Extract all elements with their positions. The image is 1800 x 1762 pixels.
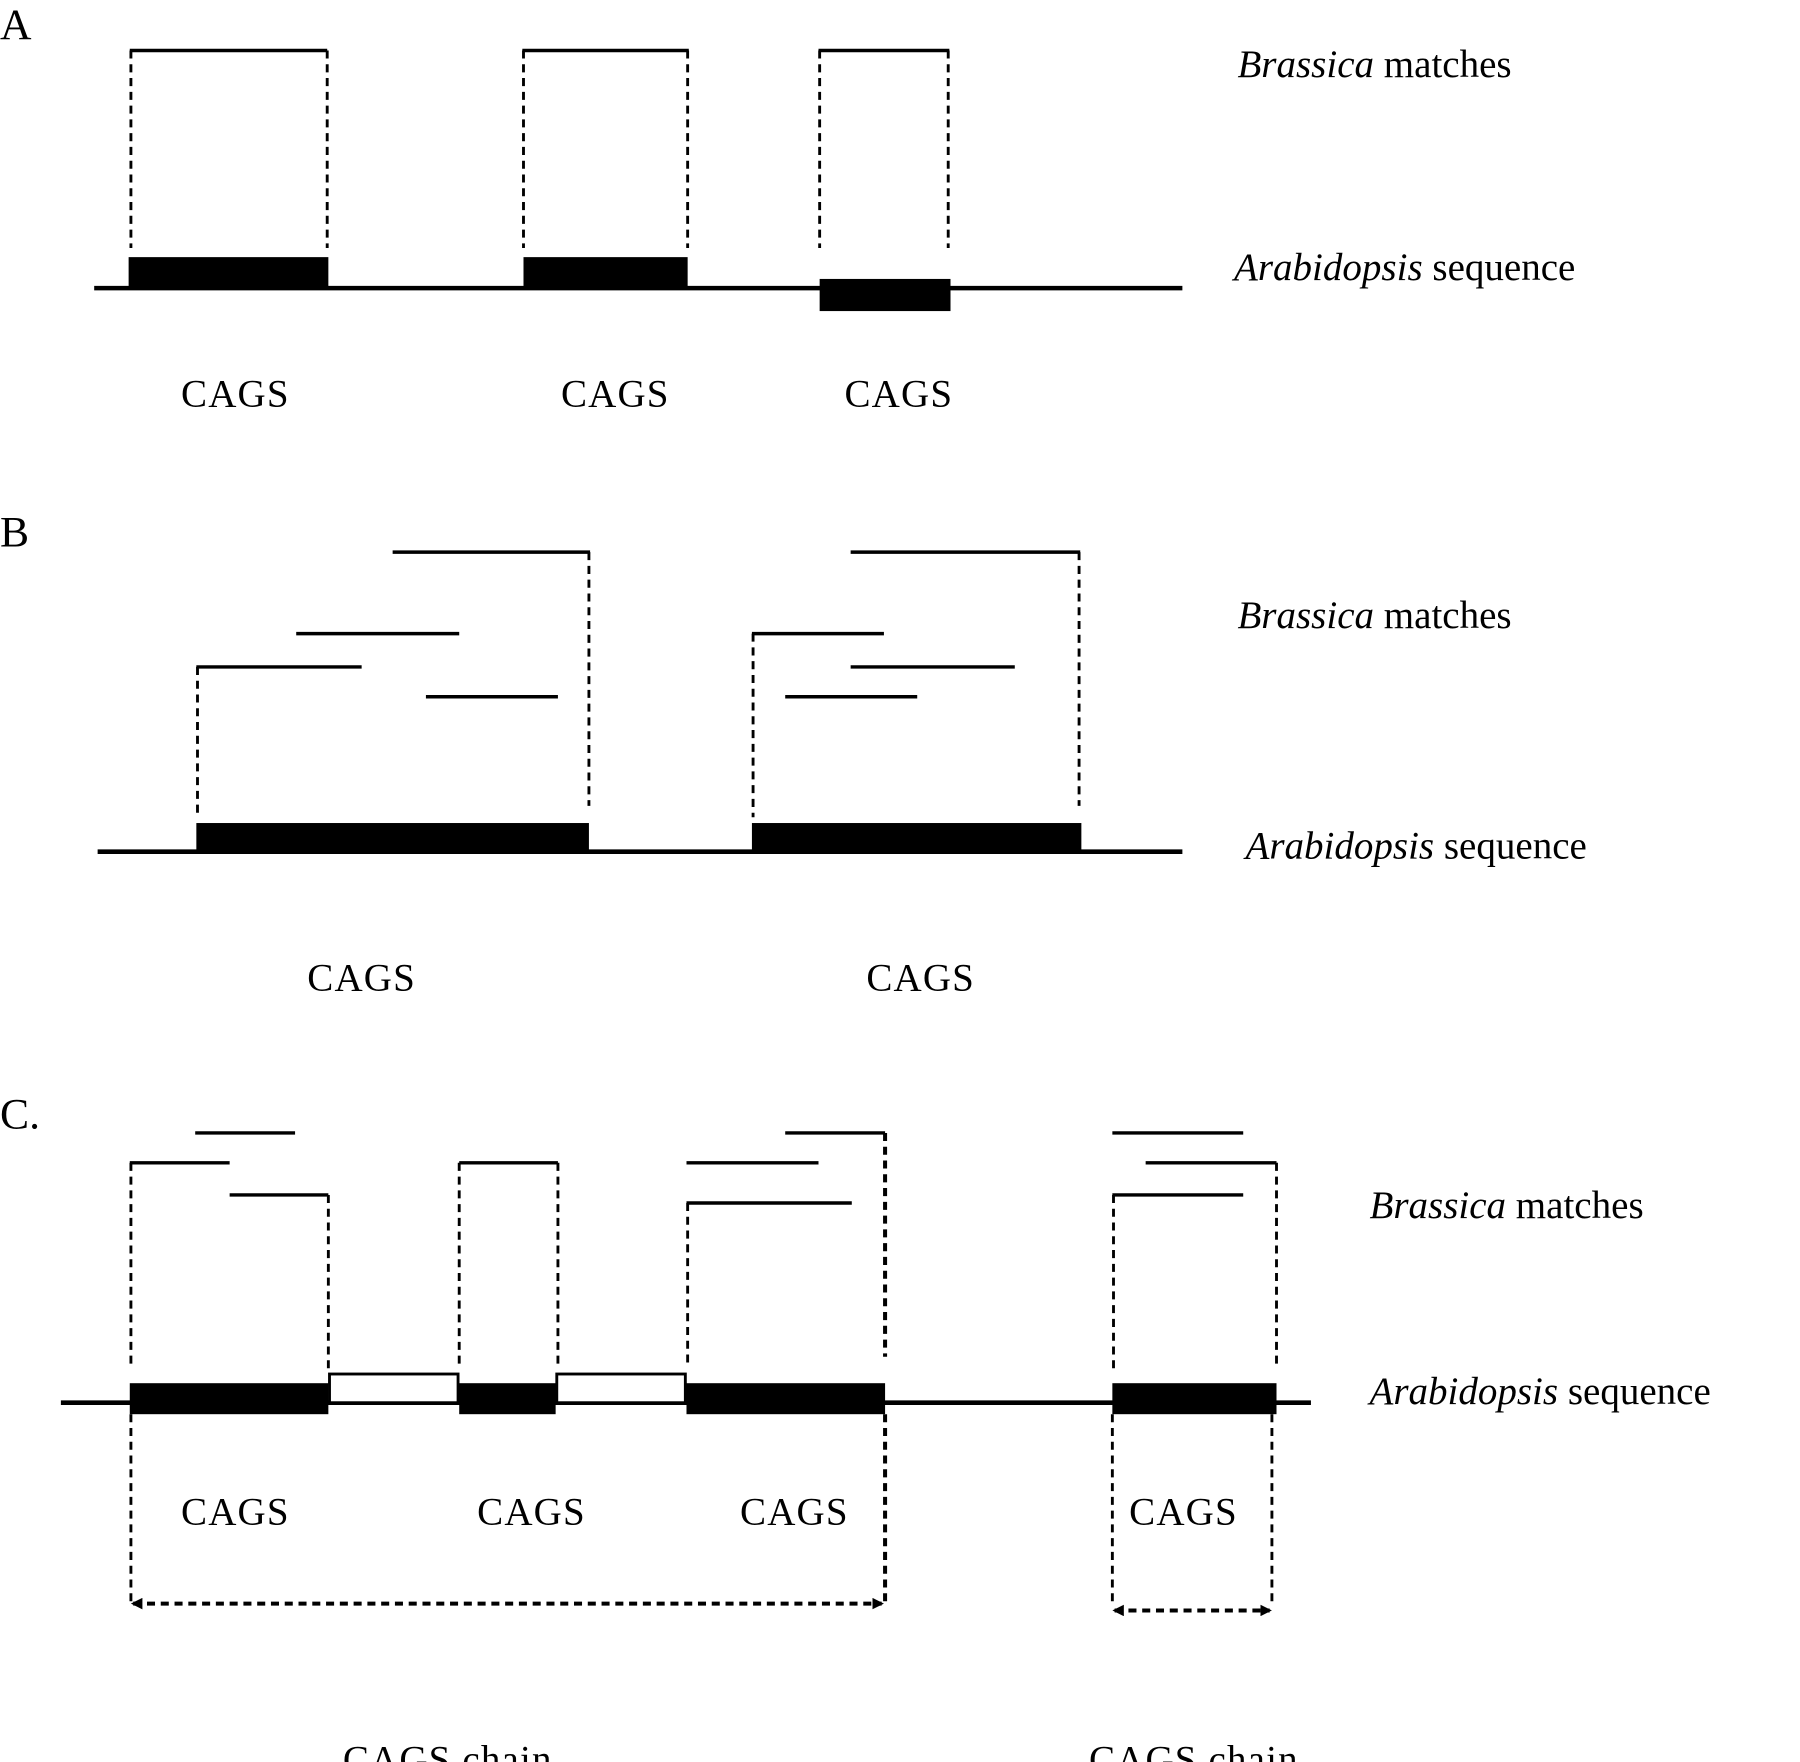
brassica-matches-label: Brassica matches (1237, 594, 1511, 637)
brassica-matches-label: Brassica matches (1237, 43, 1511, 86)
cags-label: CAGS (845, 372, 954, 415)
brassica-matches (129, 1131, 1277, 1205)
cags-label: CAGS (740, 1490, 849, 1533)
brassica-matches (196, 550, 1081, 699)
panel-a-label: A (0, 1, 32, 49)
cags-block (686, 1383, 886, 1415)
cags-chain-label: CAGS chain (1089, 1738, 1299, 1762)
cags-label: CAGS (181, 1490, 290, 1533)
cags-label: CAGS (866, 957, 975, 1000)
cags-block (1112, 1383, 1277, 1415)
cags-chain-label: CAGS chain (343, 1738, 553, 1762)
cags-block (751, 823, 1082, 852)
cags-block (196, 823, 589, 852)
panel-c: C. (0, 1090, 1711, 1762)
panel-b-label: B (0, 508, 29, 556)
cags-block (523, 257, 688, 289)
connector-lines (129, 1132, 1278, 1608)
cags-block (129, 1383, 329, 1415)
cags-block (819, 278, 951, 312)
cags-block (459, 1383, 556, 1415)
cags-block (128, 257, 329, 289)
cags-label: CAGS (561, 372, 670, 415)
gap-block (555, 1372, 687, 1405)
arabidopsis-sequence-label: Arabidopsis sequence (1231, 246, 1575, 289)
connector-lines (196, 552, 1081, 818)
arabidopsis-sequence-label: Arabidopsis sequence (1366, 1370, 1710, 1413)
cags-label: CAGS (181, 372, 290, 415)
cags-label: CAGS (1129, 1490, 1238, 1533)
gap-block (328, 1372, 460, 1405)
arabidopsis-sequence-label: Arabidopsis sequence (1243, 825, 1587, 868)
panel-b: B CAGS CAGS Brassica matches Arabidopsis… (0, 508, 1587, 999)
cags-label: CAGS (307, 957, 416, 1000)
cags-label: CAGS (477, 1490, 586, 1533)
connector-lines (129, 50, 950, 248)
brassica-matches-label: Brassica matches (1369, 1184, 1643, 1227)
panel-c-label: C. (0, 1090, 40, 1138)
panel-a: A CAGS CAGS CAGS Brassica matches Arabid… (0, 1, 1575, 415)
